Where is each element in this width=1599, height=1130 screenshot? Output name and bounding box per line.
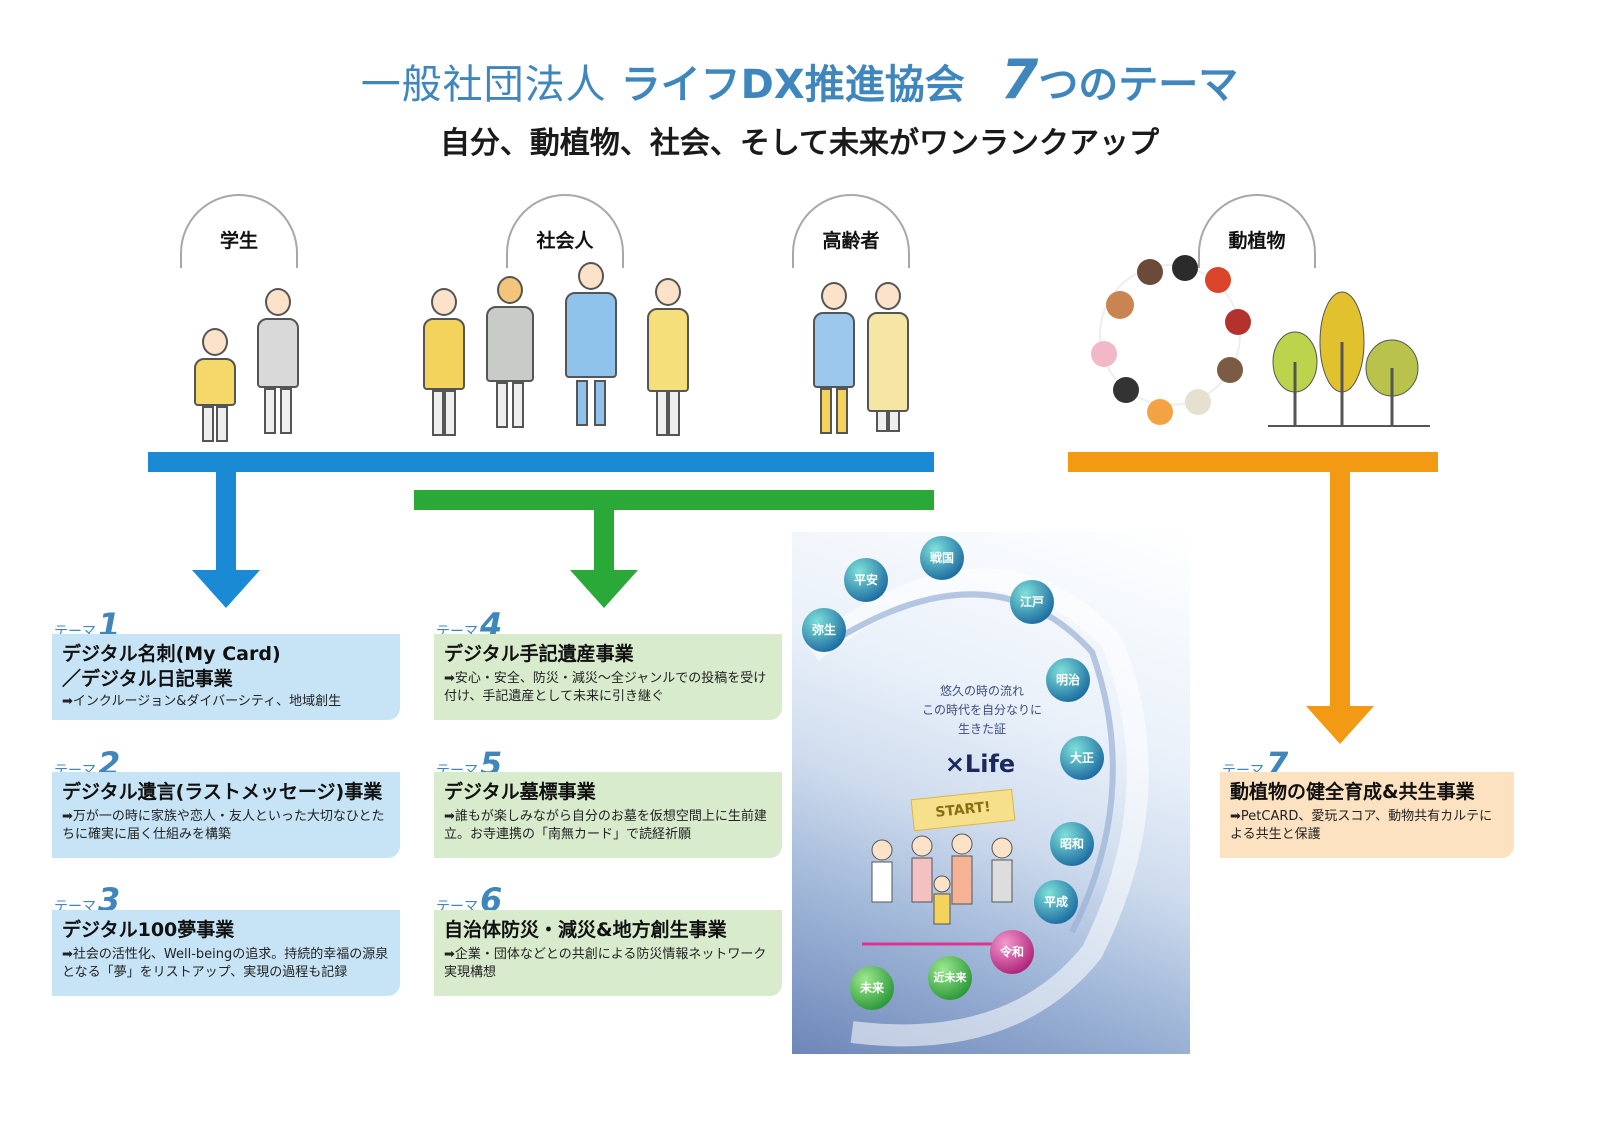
theme-5-desc: ➡誰もが楽しみながら自分のお墓を仮想空間上に生前建立。お寺連携の「南無カード」で… [444, 809, 767, 842]
theme-2-box: デジタル遺言(ラストメッセージ)事業 ➡万が一の時に家族や恋人・友人といった大切… [52, 772, 400, 858]
blue-arrow-shaft [216, 472, 236, 572]
theme-6-title: 自治体防災・減災&地方創生事業 [444, 919, 727, 941]
subtitle: 自分、動植物、社会、そして未来がワンランクアップ [439, 126, 1160, 161]
era-reiwa: 令和 [990, 930, 1034, 974]
theme-6-box: 自治体防災・減災&地方創生事業 ➡企業・団体などとの共創による防災情報ネットワー… [434, 910, 782, 996]
green-arrowhead [570, 570, 638, 608]
theme-1-box: デジタル名刺(My Card) ／デジタル日記事業 ➡インクルージョン&ダイバー… [52, 634, 400, 720]
student-teen-figure [252, 288, 304, 438]
worker-mechanic-figure [482, 276, 538, 436]
worker-apron-figure [420, 288, 468, 438]
category-student: 学生 [180, 194, 298, 268]
theme-6-desc: ➡企業・団体などとの共創による防災情報ネットワーク実現構想 [444, 947, 767, 980]
era-edo: 江戸 [1010, 580, 1054, 624]
orange-connector-bar [1068, 452, 1438, 472]
era-heisei: 平成 [1034, 880, 1078, 924]
xlife-logo: ×Life [944, 750, 1016, 778]
theme-4-desc: ➡安心・安全、防災・減災～全ジャンルでの投稿を受け付け、手記遺産として未来に引き… [444, 671, 767, 704]
student-child-figure [192, 328, 238, 468]
org-name: ライフDX推進協会 [620, 62, 965, 108]
theme-1-title-line1: デジタル名刺(My Card) [62, 643, 281, 665]
blue-connector-bar [148, 452, 934, 472]
era-near-future: 近未来 [928, 956, 972, 1000]
category-elderly: 高齢者 [792, 194, 910, 268]
era-showa: 昭和 [1050, 822, 1094, 866]
orange-arrowhead [1306, 706, 1374, 744]
era-sengoku: 戦国 [920, 536, 964, 580]
theme-2-title: デジタル遺言(ラストメッセージ)事業 [62, 781, 383, 803]
elderly-man-figure [806, 282, 862, 438]
theme-4-box: デジタル手記遺産事業 ➡安心・安全、防災・減災～全ジャンルでの投稿を受け付け、手… [434, 634, 782, 720]
theme-word: つのテーマ [1038, 62, 1239, 108]
worker-woman-figure [640, 278, 696, 438]
era-future: 未来 [850, 966, 894, 1010]
theme-1-desc: ➡インクルージョン&ダイバーシティ、地域創生 [62, 694, 342, 709]
theme-3-box: デジタル100夢事業 ➡社会の活性化、Well-beingの追求。持続的幸福の源… [52, 910, 400, 996]
era-heian: 平安 [844, 558, 888, 602]
page-title: 一般社団法人ライフDX推進協会 7つのテーマ [0, 48, 1599, 111]
theme-7-box: 動植物の健全育成&共生事業 ➡PetCARD、愛玩スコア、動物共有カルテによる共… [1220, 772, 1514, 858]
theme-1-title-line2: ／デジタル日記事業 [62, 668, 233, 690]
poster-tagline: 悠久の時の流れ この時代を自分なりに 生きた証 [921, 684, 1042, 736]
theme-7-title: 動植物の健全育成&共生事業 [1230, 781, 1475, 803]
orange-arrow-shaft [1330, 472, 1350, 708]
theme-7-desc: ➡PetCARD、愛玩スコア、動物共有カルテによる共生と保護 [1230, 809, 1493, 842]
category-worker: 社会人 [506, 194, 624, 268]
org-type: 一般社団法人 [360, 62, 607, 108]
blue-arrowhead [192, 570, 260, 608]
animals-plants-illustration [1091, 255, 1430, 427]
green-connector-bar [414, 490, 934, 510]
worker-office-figure [556, 262, 626, 434]
xlife-poster: 弥生 平安 戦国 江戸 明治 大正 昭和 平成 令和 近未来 未来 悠久の時の流… [792, 532, 1190, 1054]
theme-count: 7 [1000, 48, 1039, 111]
green-arrow-shaft [594, 510, 614, 572]
theme-5-box: デジタル墓標事業 ➡誰もが楽しみながら自分のお墓を仮想空間上に生前建立。お寺連携… [434, 772, 782, 858]
family-illustration [871, 833, 1013, 925]
elderly-woman-figure [862, 282, 914, 438]
theme-4-title: デジタル手記遺産事業 [444, 643, 634, 665]
era-meiji: 明治 [1046, 658, 1090, 702]
theme-3-desc: ➡社会の活性化、Well-beingの追求。持続的幸福の源泉となる「夢」をリスト… [62, 947, 389, 980]
era-taisho: 大正 [1060, 736, 1104, 780]
animal-circle [1091, 255, 1251, 425]
theme-2-desc: ➡万が一の時に家族や恋人・友人といった大切なひとたちに確実に届く仕組みを構築 [62, 809, 385, 842]
era-yayoi: 弥生 [802, 608, 846, 652]
theme-5-title: デジタル墓標事業 [444, 781, 596, 803]
theme-3-title: デジタル100夢事業 [62, 919, 235, 941]
trees [1268, 291, 1430, 427]
